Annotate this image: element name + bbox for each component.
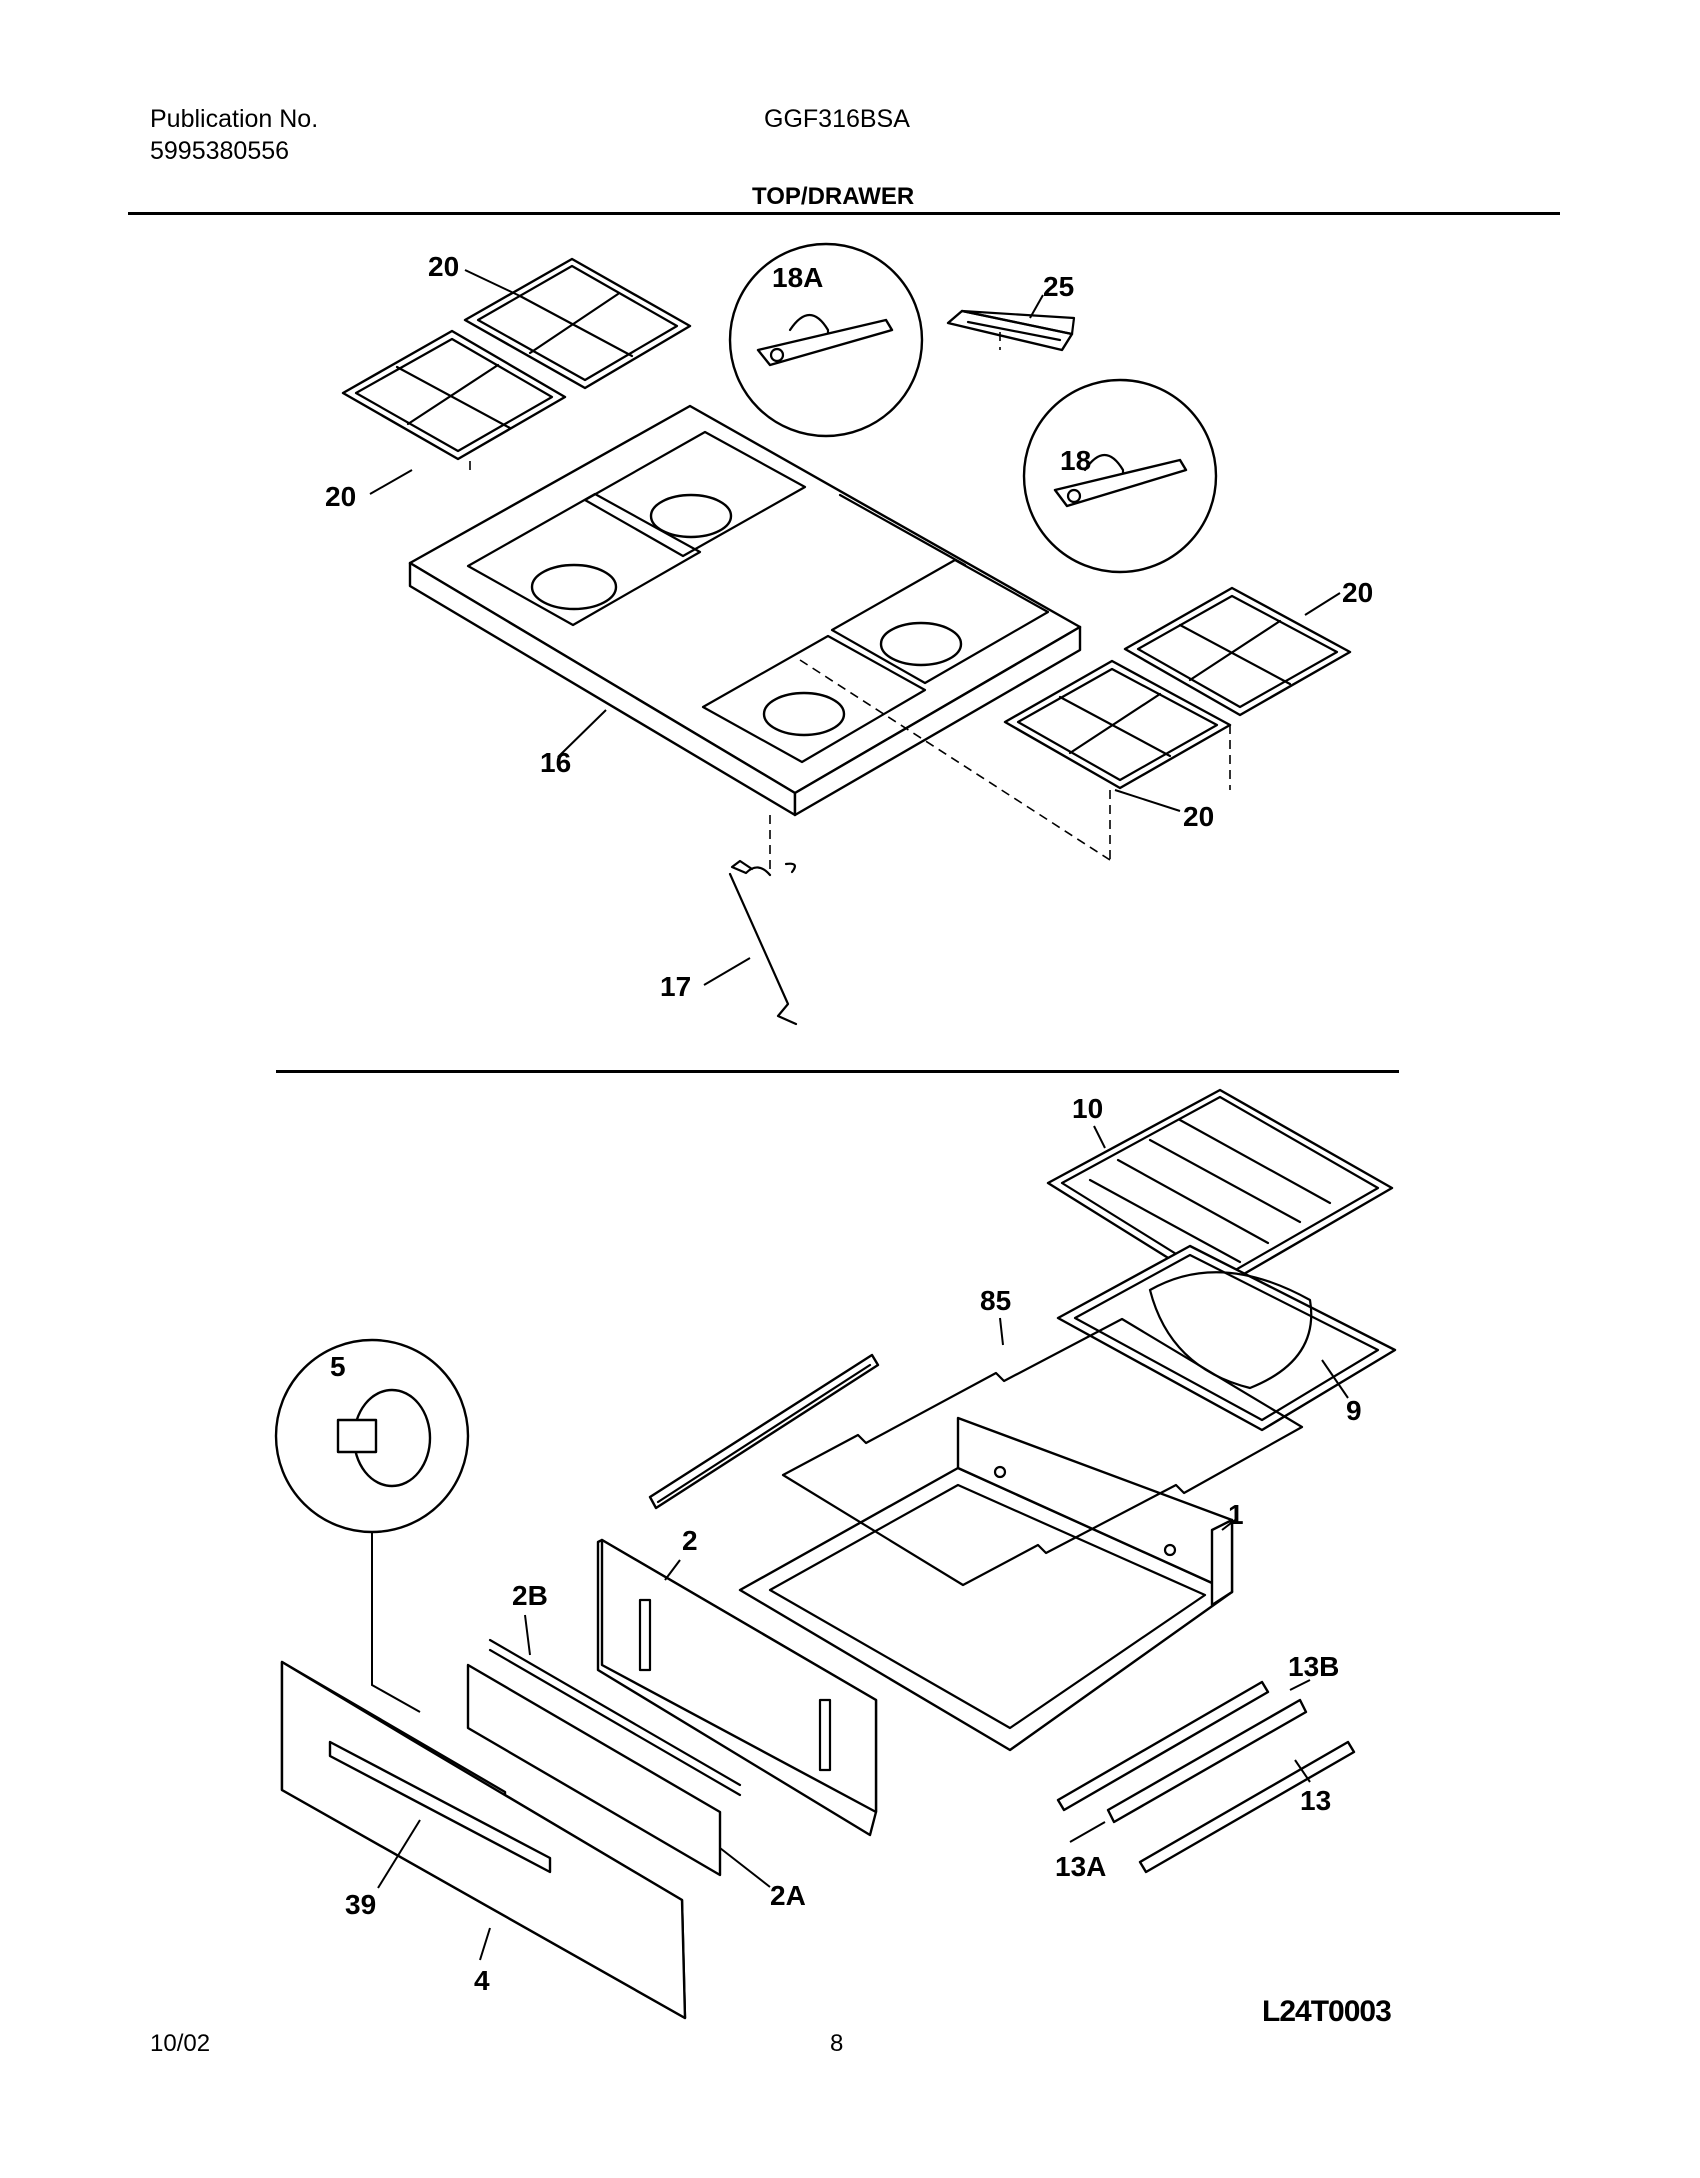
cooktop-drawing [408,404,1082,817]
left-drawer-rail [648,1353,880,1510]
detail-5 [274,1338,470,1534]
label-10: 10 [1072,1093,1103,1124]
label-9: 9 [1346,1395,1362,1426]
header-rule [128,212,1560,215]
page-number: 8 [830,2030,844,2057]
right-rails [1056,1680,1356,1874]
label-1: 1 [1228,1499,1244,1530]
label-2: 2 [682,1525,698,1556]
section-title: TOP/DRAWER [752,183,915,210]
label-20-a: 20 [428,251,459,282]
section-divider [276,1070,1399,1073]
drawer-liner [738,1416,1234,1752]
part-17-wire [728,859,798,1026]
label-16: 16 [540,747,571,778]
drawer-panel-2 [596,1538,878,1837]
label-4: 4 [474,1965,490,1996]
label-2b: 2B [512,1580,548,1611]
label-20-d: 20 [1183,801,1214,832]
grate-pair-right [1003,586,1352,790]
detail-5-leader [371,1532,421,1713]
footer-date: 10/02 [150,2030,211,2057]
label-13b: 13B [1288,1651,1339,1682]
grate-pair-left [341,257,692,461]
label-18a: 18A [772,262,823,293]
broiler-pan [1056,1244,1397,1432]
publication-number: 5995380556 [150,137,290,165]
label-25: 25 [1043,271,1074,302]
label-2a: 2A [770,1880,806,1911]
model-number: GGF316BSA [764,105,910,133]
drawer-panel-2b [466,1638,742,1877]
label-85: 85 [980,1285,1011,1316]
detail-18 [1022,378,1218,574]
label-20-b: 20 [325,481,356,512]
label-17: 17 [660,971,691,1002]
label-13: 13 [1300,1785,1331,1816]
broiler-insert [1046,1088,1394,1291]
label-13a: 13A [1055,1851,1106,1882]
part-25-bracket [946,309,1076,352]
label-39: 39 [345,1889,376,1920]
label-5: 5 [330,1351,346,1382]
label-18: 18 [1060,445,1091,476]
drawing-code: L24T0003 [1262,1995,1392,2028]
detail-18a [728,242,924,438]
label-20-c: 20 [1342,577,1373,608]
drawer-front [280,1660,687,2020]
drawer-rack [781,1317,1304,1587]
publication-label: Publication No. [150,105,319,133]
